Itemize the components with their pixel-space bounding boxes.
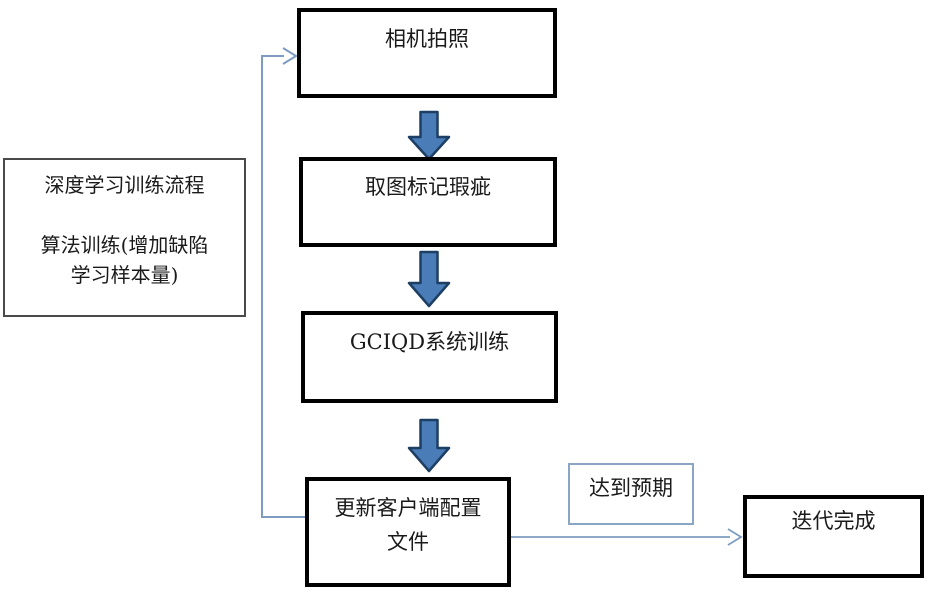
note-training-process: 深度学习训练流程 算法训练(增加缺陷 学习样本量) (3, 158, 246, 317)
label-condition-met-text: 达到预期 (589, 476, 673, 500)
node-mark-defects: 取图标记瑕疵 (299, 157, 557, 247)
label-condition-met: 达到预期 (568, 463, 694, 525)
feedback-connector-line (261, 55, 305, 518)
node-iteration-done-label: 迭代完成 (791, 509, 876, 533)
result-arrowhead-icon (727, 528, 743, 546)
note-line-3: 学习样本量) (70, 263, 179, 287)
node-gciqd-training: GCIQD系统训练 (301, 311, 558, 403)
node-gciqd-training-label: GCIQD系统训练 (349, 330, 510, 354)
node-mark-defects-label: 取图标记瑕疵 (365, 175, 491, 199)
down-block-arrow-1 (407, 110, 451, 161)
down-block-arrow-3 (407, 418, 451, 473)
node-iteration-done: 迭代完成 (743, 495, 924, 578)
down-block-arrow-2 (407, 250, 451, 308)
node-update-config-label-line1: 更新客户端配置 (334, 496, 482, 520)
feedback-arrowhead-icon (282, 47, 298, 65)
node-update-config-label-line2: 文件 (387, 530, 429, 554)
note-line-2: 算法训练(增加缺陷 (40, 233, 209, 257)
node-camera-label: 相机拍照 (385, 27, 469, 51)
node-update-config: 更新客户端配置 文件 (305, 477, 511, 587)
node-camera: 相机拍照 (297, 8, 557, 98)
note-line-1: 深度学习训练流程 (44, 173, 205, 197)
